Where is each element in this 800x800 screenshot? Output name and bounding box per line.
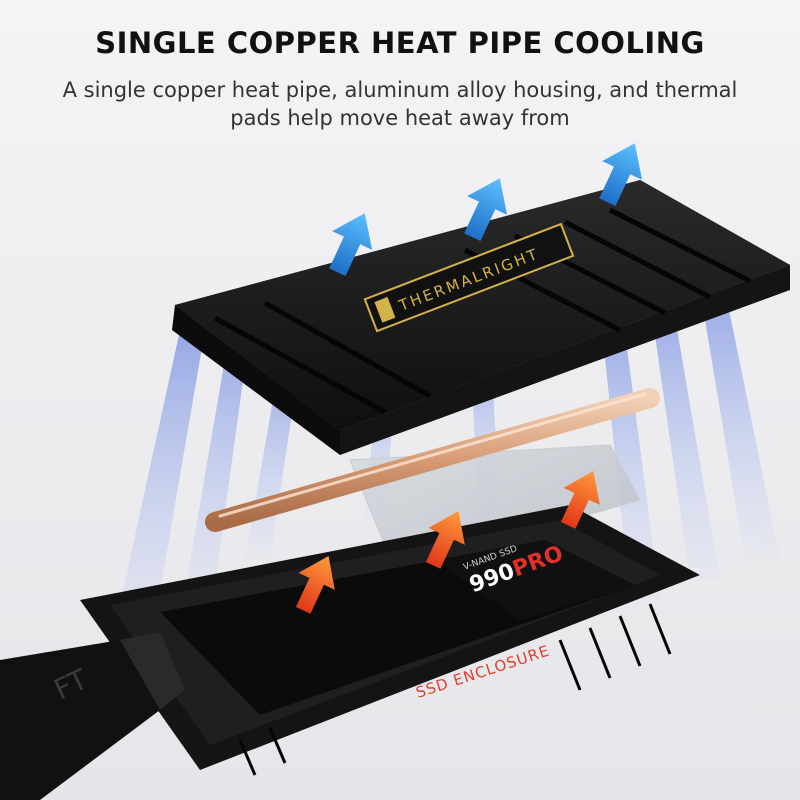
arrow-up-icon	[599, 143, 643, 206]
heatsink: THERMALRIGHT	[172, 180, 790, 455]
hot-air-arrows	[295, 470, 600, 614]
ssd-enclosure: V-NAND SSD 990PRO SSD ENCLOSURE	[80, 505, 700, 776]
arrow-up-icon	[329, 213, 373, 276]
arrow-up-icon	[464, 178, 508, 241]
heat-pipe	[205, 388, 660, 532]
arrow-up-icon	[295, 555, 335, 614]
page-title: SINGLE COPPER HEAT PIPE COOLING	[95, 26, 705, 60]
cool-air-arrows	[329, 143, 643, 276]
page-subtitle: A single copper heat pipe, aluminum allo…	[62, 78, 738, 130]
arrow-up-icon	[560, 470, 600, 529]
usb-cable: FT	[0, 632, 185, 800]
arrow-up-icon	[425, 510, 465, 569]
